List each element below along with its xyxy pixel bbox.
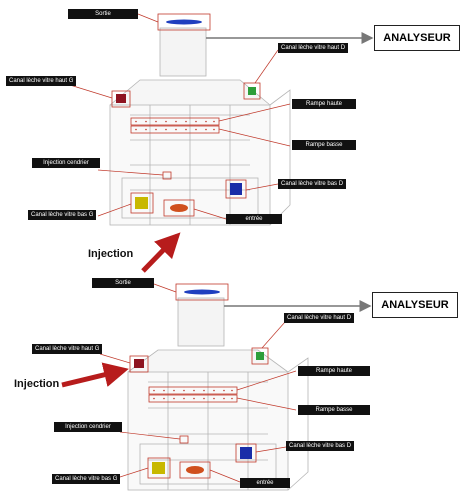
bottom-label-canal-haut-g: Canal lèche vitre haut G — [32, 344, 103, 354]
top-bas-g-marker — [135, 197, 148, 209]
bottom-label-rampe-haute: Rampe haute — [298, 366, 370, 376]
top-bas-d-marker — [230, 183, 242, 195]
top-injection-arrow — [141, 232, 181, 273]
top-haut-g-marker — [116, 94, 126, 103]
top-sortie-marker — [166, 19, 202, 25]
bottom-label-entree: entrée — [240, 478, 290, 488]
top-stove-body — [109, 27, 291, 226]
bottom-label-canal-haut-d: Canal lèche vitre haut D — [284, 313, 355, 323]
bottom-callout-lines — [99, 283, 297, 483]
bottom-haut-d-marker — [256, 352, 264, 360]
top-label-injection-cendrier: Injection cendrier — [32, 158, 100, 168]
top-label-sortie: Sortie — [68, 9, 138, 19]
top-label-rampe-haute: Rampe haute — [292, 99, 356, 109]
top-label-canal-bas-d: Canal lèche vitre bas D — [278, 179, 347, 189]
bottom-bas-g-marker — [152, 462, 165, 474]
bottom-cendrier-marker — [179, 435, 189, 444]
top-cendrier-marker — [162, 171, 172, 180]
top-rampes — [130, 117, 220, 134]
top-label-rampe-basse: Rampe basse — [292, 140, 356, 150]
bottom-entree-marker — [186, 466, 204, 474]
bottom-analyseur-box: ANALYSEUR — [372, 292, 458, 318]
top-label-injection: Injection — [88, 248, 134, 260]
top-label-canal-bas-g: Canal lèche vitre bas G — [28, 210, 97, 220]
bottom-haut-g-marker — [134, 359, 144, 368]
bottom-rampes — [148, 386, 238, 403]
bottom-bas-d-marker — [240, 447, 252, 459]
bottom-label-canal-bas-g: Canal lèche vitre bas G — [52, 474, 121, 484]
top-analyseur-box: ANALYSEUR — [374, 25, 460, 51]
bottom-label-injection-cendrier: Injection cendrier — [54, 422, 122, 432]
top-entree-marker — [170, 204, 188, 212]
bottom-sortie-marker — [184, 289, 220, 295]
bottom-label-injection: Injection — [14, 378, 60, 390]
bottom-injection-arrow — [61, 362, 129, 388]
top-haut-d-marker — [248, 87, 256, 95]
top-label-canal-haut-d: Canal lèche vitre haut D — [278, 43, 349, 53]
top-label-entree: entrée — [226, 214, 282, 224]
top-label-canal-haut-g: Canal lèche vitre haut G — [6, 76, 77, 86]
bottom-label-canal-bas-d: Canal lèche vitre bas D — [286, 441, 355, 451]
bottom-label-sortie: Sortie — [92, 278, 154, 288]
top-callout-lines — [69, 13, 291, 220]
bottom-label-rampe-basse: Rampe basse — [298, 405, 370, 415]
